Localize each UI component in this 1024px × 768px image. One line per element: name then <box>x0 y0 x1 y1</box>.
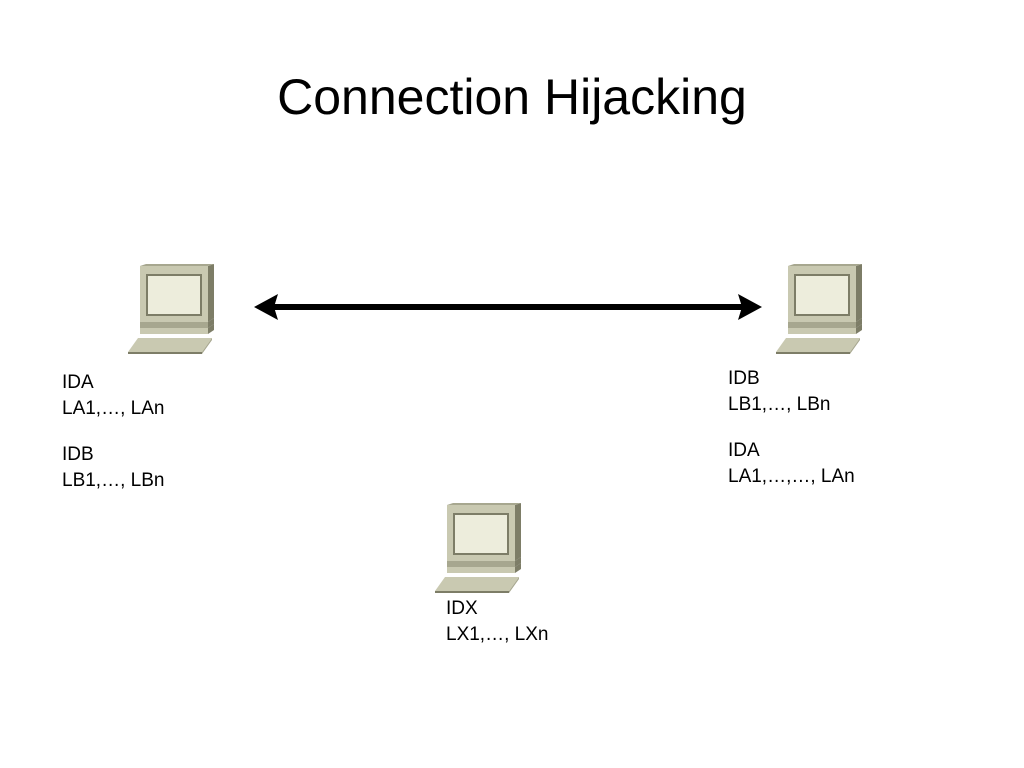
locator-list: LB1,…, LBn <box>728 394 831 415</box>
label-group: IDX LX1,…, LXn <box>446 596 548 648</box>
locator-list: LX1,…, LXn <box>446 624 549 645</box>
locator-list: LA1,…,…, LAn <box>728 466 855 487</box>
slide-title: Connection Hijacking <box>277 69 747 125</box>
label-group: IDB LB1,…, LBn <box>62 442 164 494</box>
computer-a-icon <box>126 262 218 354</box>
identity-label: IDB <box>62 444 94 465</box>
connection-double-arrow <box>254 294 762 320</box>
computer-x-labels: IDX LX1,…, LXn <box>446 596 548 648</box>
label-group: IDB LB1,…, LBn <box>728 366 855 418</box>
computer-a-labels: IDA LA1,…, LAn IDB LB1,…, LBn <box>62 370 164 494</box>
label-group: IDA LA1,…, LAn <box>62 370 164 422</box>
label-group: IDA LA1,…,…, LAn <box>728 438 855 490</box>
locator-list: LA1,…, LAn <box>62 398 165 419</box>
identity-label: IDA <box>62 372 94 393</box>
identity-label: IDB <box>728 368 760 389</box>
computer-b-labels: IDB LB1,…, LBn IDA LA1,…,…, LAn <box>728 366 855 490</box>
identity-label: IDX <box>446 598 478 619</box>
arrow-head-left <box>254 294 278 320</box>
identity-label: IDA <box>728 440 760 461</box>
computer-x-icon <box>433 501 525 593</box>
computer-b-icon <box>774 262 866 354</box>
arrow-head-right <box>738 294 762 320</box>
locator-list: LB1,…, LBn <box>62 470 165 491</box>
